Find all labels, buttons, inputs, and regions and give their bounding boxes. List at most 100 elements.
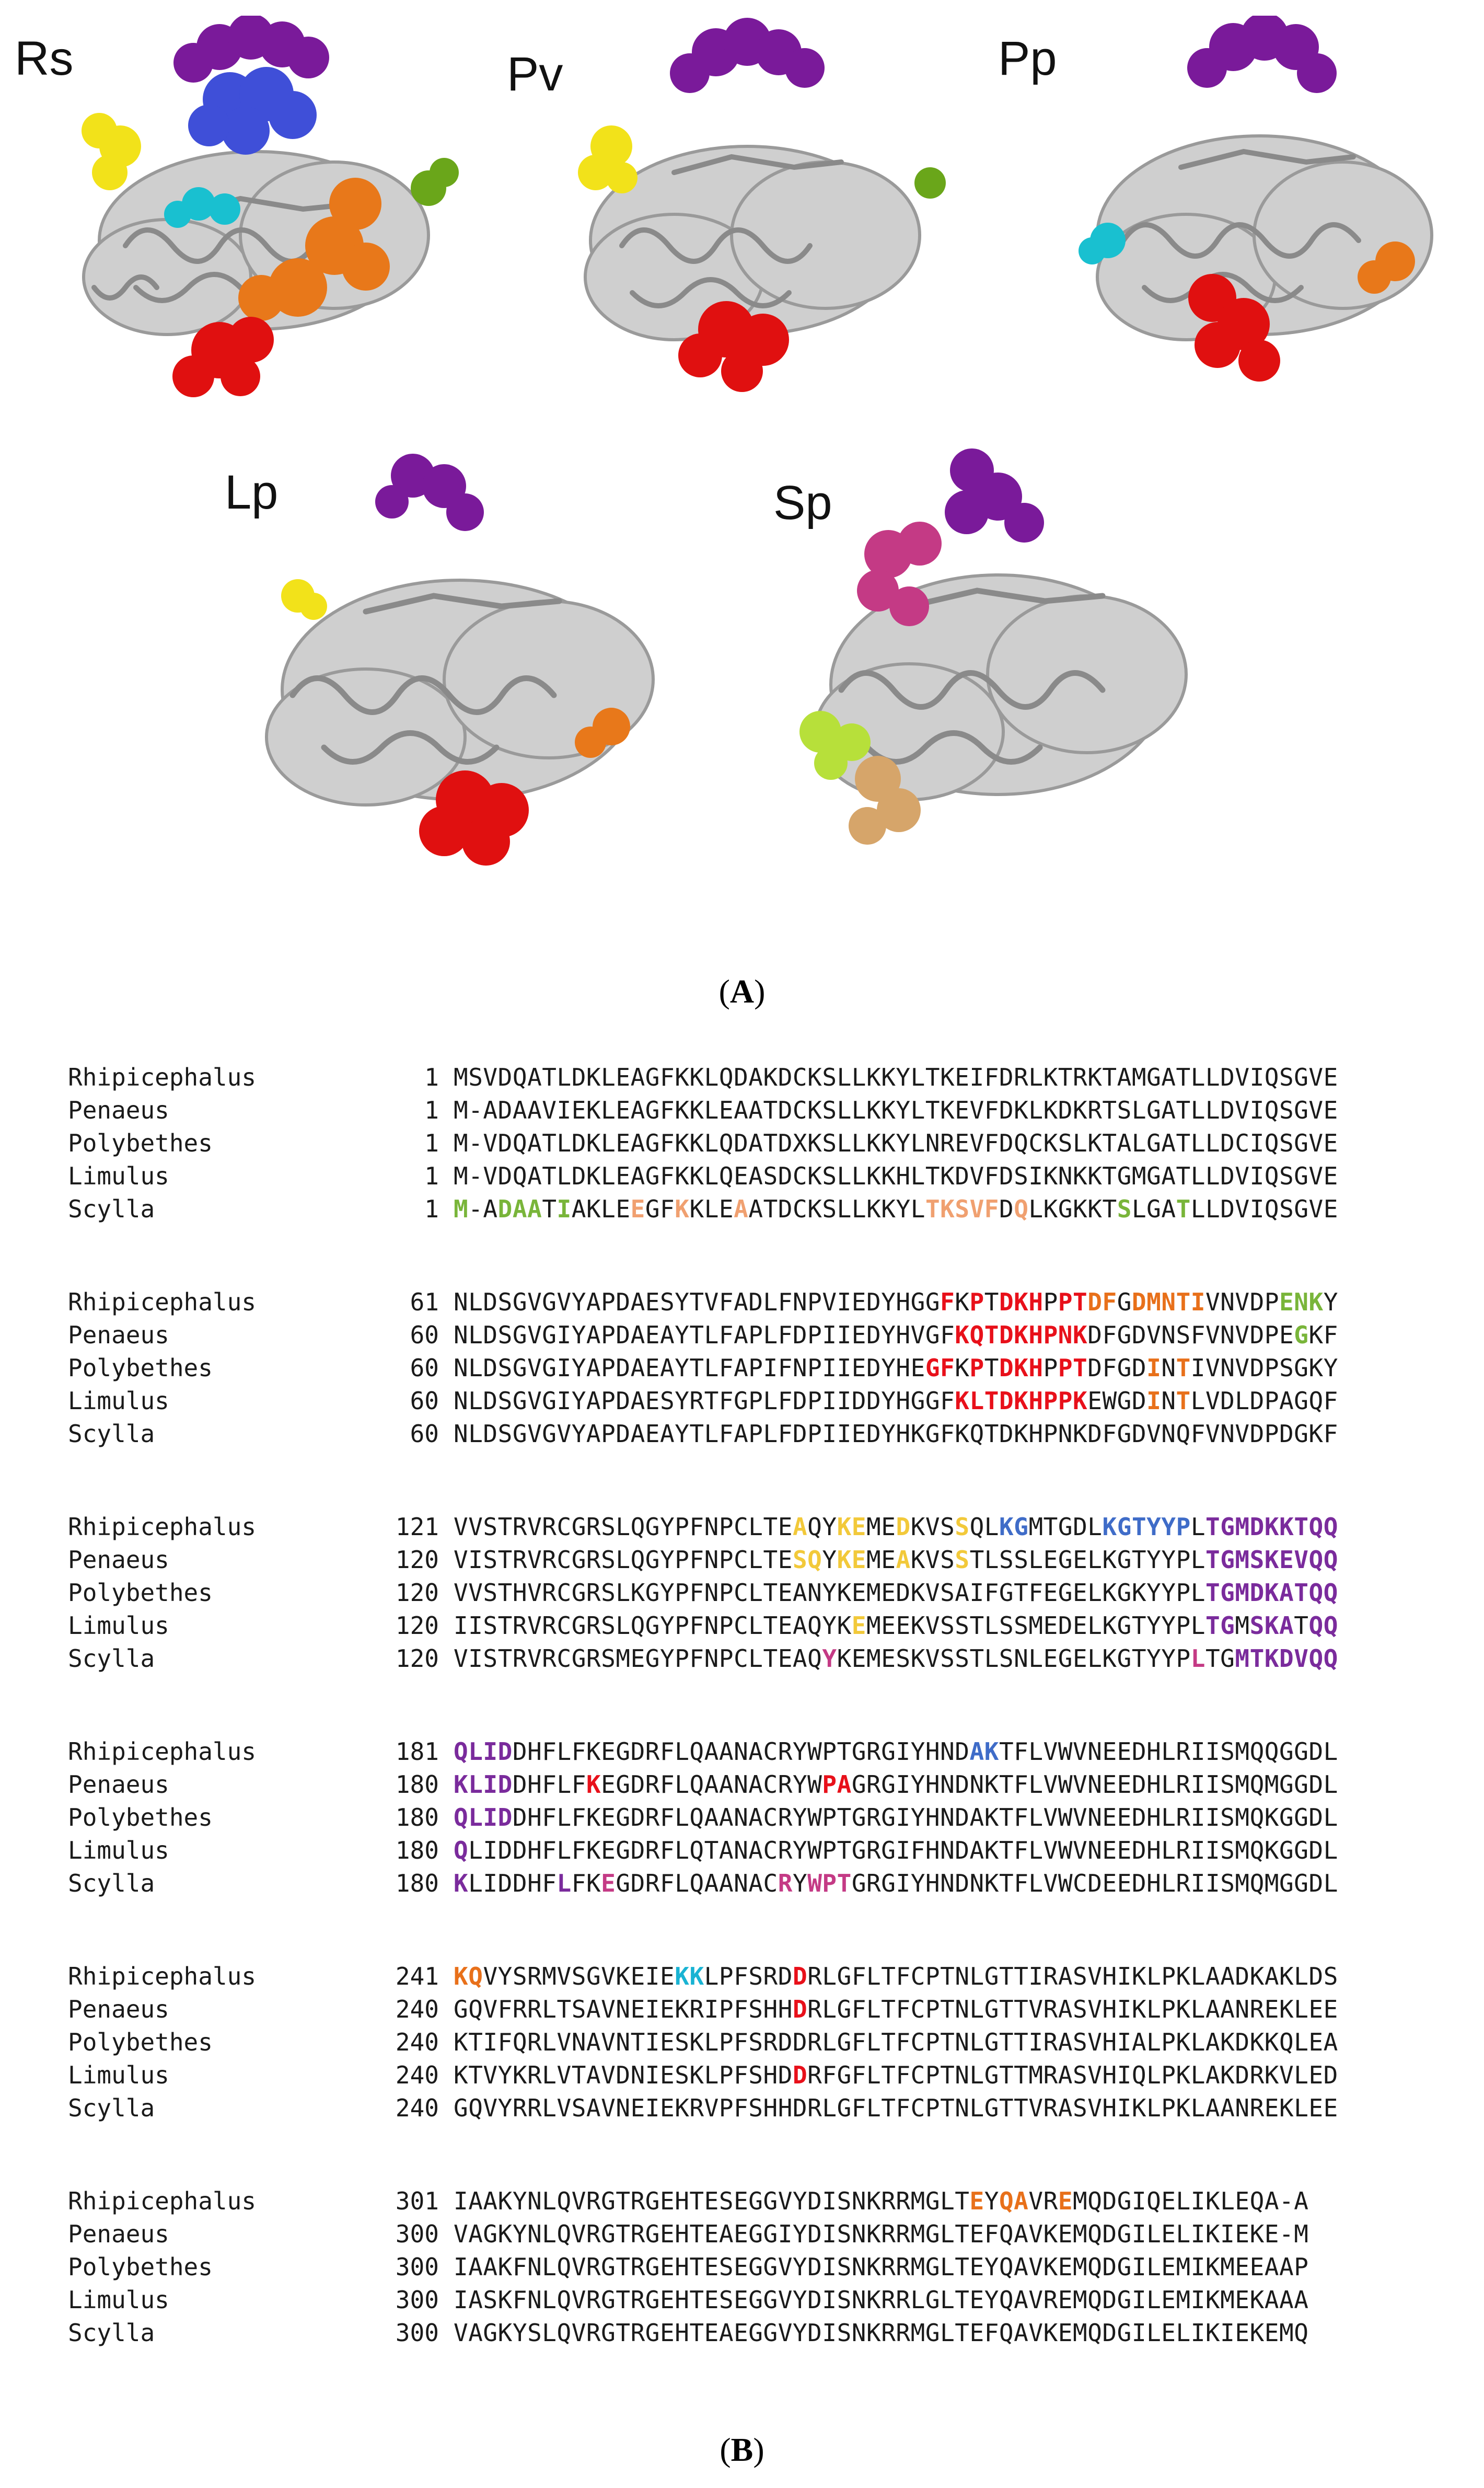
highlighted-residues: S — [955, 1513, 970, 1541]
species-name: Polybethes — [68, 2028, 213, 2056]
species-name: Limulus — [68, 2061, 169, 2089]
highlighted-residues: TGMDKKTQQ — [1205, 1513, 1338, 1541]
residues: FK — [571, 1869, 601, 1897]
highlighted-residues: KGTYYP — [1102, 1513, 1191, 1541]
sequence-position: 1 — [424, 1162, 439, 1190]
residues: QL — [969, 1513, 999, 1541]
residues: VISTRVRCGRSLQGYPFNPCLTE — [454, 1546, 793, 1574]
residues: MQDGIQELIKLEQA-A — [1073, 2187, 1309, 2215]
sequence-residues: M-ADAAVIEKLEAGFKKLEAATDCKSLLKKYLTKEVFDKL… — [454, 1096, 1338, 1124]
highlighted-residues: T — [1176, 1354, 1191, 1382]
highlighted-residues: SQ — [792, 1546, 822, 1574]
residues: VAGKYSLQVRGTRGEHTEAEGGVYDISNKRRMGLTEFQAV… — [454, 2319, 1309, 2347]
highlighted-residues: DKH — [999, 1354, 1044, 1382]
sequence-residues: M-VDQATLDKLEAGFKKLQDATDXKSLLKKYLNREVFDQC… — [454, 1129, 1338, 1157]
species-name: Penaeus — [68, 2220, 169, 2248]
species-name: Rhipicephalus — [68, 1288, 257, 1316]
highlighted-residues: I — [1146, 1387, 1162, 1415]
species-name: Limulus — [68, 1387, 169, 1415]
sequence-position: 241 — [395, 1962, 439, 1990]
sequence-position: 1 — [424, 1129, 439, 1157]
residues: IISTRVRCGRSLQGYPFNPCLTEAQYK — [454, 1611, 852, 1640]
species-name: Limulus — [68, 1611, 169, 1640]
highlighted-residues: D — [792, 1995, 808, 2023]
highlighted-residues: K — [454, 1869, 469, 1897]
highlighted-residues: D — [792, 2061, 808, 2089]
residues: DHFLFKEGDRFLQAANACRYWPTGRGIYHND — [512, 1737, 970, 1766]
highlighted-residues: F — [940, 1288, 955, 1316]
residues: NLDSGVGVYAPDAESYTVFADLFNPVIEDYHGG — [454, 1288, 941, 1316]
highlighted-residues: QLID — [454, 1803, 513, 1832]
highlighted-residues: PA — [822, 1770, 852, 1799]
highlighted-residues: E — [601, 1869, 616, 1897]
residues: Y — [822, 1546, 837, 1574]
residues: GQVFRRLTSAVNEIEKRIPFSHH — [454, 1995, 793, 2023]
residues: Y — [792, 1869, 808, 1897]
residues: MEEKVSSTLSSMEDELKGTYYPL — [866, 1611, 1205, 1640]
residues: IASKFNLQVRGTRGEHTESEGGVYDISNKRRLGLTEYQAV… — [454, 2286, 1309, 2314]
highlighted-residues: DF — [1087, 1288, 1117, 1316]
structure-lp — [235, 444, 685, 883]
residues: M — [1235, 1611, 1250, 1640]
highlighted-residues: E — [630, 1195, 645, 1223]
highlighted-residues: D — [792, 1962, 808, 1990]
species-name: Rhipicephalus — [68, 1063, 257, 1091]
structure-sp-render — [799, 448, 1188, 845]
residues: RLGFLTFCPTNLGTTIRASVHIKLPKLAADKAKLDS — [807, 1962, 1338, 1990]
sequence-position: 120 — [395, 1644, 439, 1673]
sequence-position: 240 — [395, 2028, 439, 2056]
residues: VNVDP — [1205, 1288, 1280, 1316]
residues: RLGFLTFCPTNLGTTVRASVHIKLPKLAANREKLEE — [807, 1995, 1338, 2023]
structure-label-lp: Lp — [225, 466, 279, 519]
highlighted-residues: S — [1117, 1195, 1132, 1223]
residues: GDRFLQAANAC — [616, 1869, 778, 1897]
residues: M-ADAAVIEKLEAGFKKLEAATDCKSLLKKYLTKEVFDKL… — [454, 1096, 1338, 1124]
highlighted-residues: KG — [999, 1513, 1029, 1541]
species-name: Penaeus — [68, 1995, 169, 2023]
highlighted-residues: MTKDVQQ — [1235, 1644, 1338, 1673]
species-name: Scylla — [68, 1644, 155, 1673]
species-name: Scylla — [68, 2319, 155, 2347]
residues: DHFLFKEGDRFLQAANACRYWPTGRGIYHNDAKTFLVWVN… — [512, 1803, 1338, 1832]
structure-pv — [554, 16, 951, 402]
residues: M-VDQATLDKLEAGFKKLQEASDCKSLLKKHLTKDVFDSI… — [454, 1162, 1338, 1190]
residues: ATDCKSLLKKYL — [748, 1195, 925, 1223]
highlighted-residues: PT — [1058, 1288, 1088, 1316]
sequence-position: 1 — [424, 1096, 439, 1124]
highlighted-residues: KE — [837, 1546, 867, 1574]
structure-label-pv: Pv — [507, 48, 563, 101]
panel-a-letter: A — [729, 973, 755, 1010]
structure-pv-render — [578, 18, 946, 392]
highlighted-residues: Q — [1014, 1195, 1029, 1223]
highlighted-residues: QA — [999, 2187, 1029, 2215]
structure-label-pp: Pp — [998, 32, 1057, 85]
sequence-position: 300 — [395, 2220, 439, 2248]
highlighted-residues: G — [1294, 1321, 1309, 1349]
residues: LGA — [1131, 1195, 1176, 1223]
highlighted-residues: Q — [454, 1836, 469, 1864]
highlighted-residues: P — [969, 1354, 984, 1382]
species-name: Polybethes — [68, 1579, 213, 1607]
species-name: Penaeus — [68, 1770, 169, 1799]
residues: VR — [1028, 2187, 1058, 2215]
highlighted-residues: KK — [675, 1962, 704, 1990]
species-name: Limulus — [68, 1162, 169, 1190]
sequence-position: 181 — [395, 1737, 439, 1766]
highlighted-residues: A — [734, 1195, 749, 1223]
residues: NLDSGVGVYAPDAEAYTLFAPLFDPIIEDYHKGFKQTDKH… — [454, 1420, 1338, 1448]
residues: TLSSLEGELKGTYYPL — [969, 1546, 1205, 1574]
residues: T — [542, 1195, 557, 1223]
residues: N — [1161, 1387, 1176, 1415]
residues: ME — [866, 1546, 896, 1574]
highlighted-residues: WPT — [807, 1869, 852, 1897]
residues: DFGD — [1087, 1354, 1147, 1382]
panel-b-caption: (B) — [720, 2431, 764, 2468]
